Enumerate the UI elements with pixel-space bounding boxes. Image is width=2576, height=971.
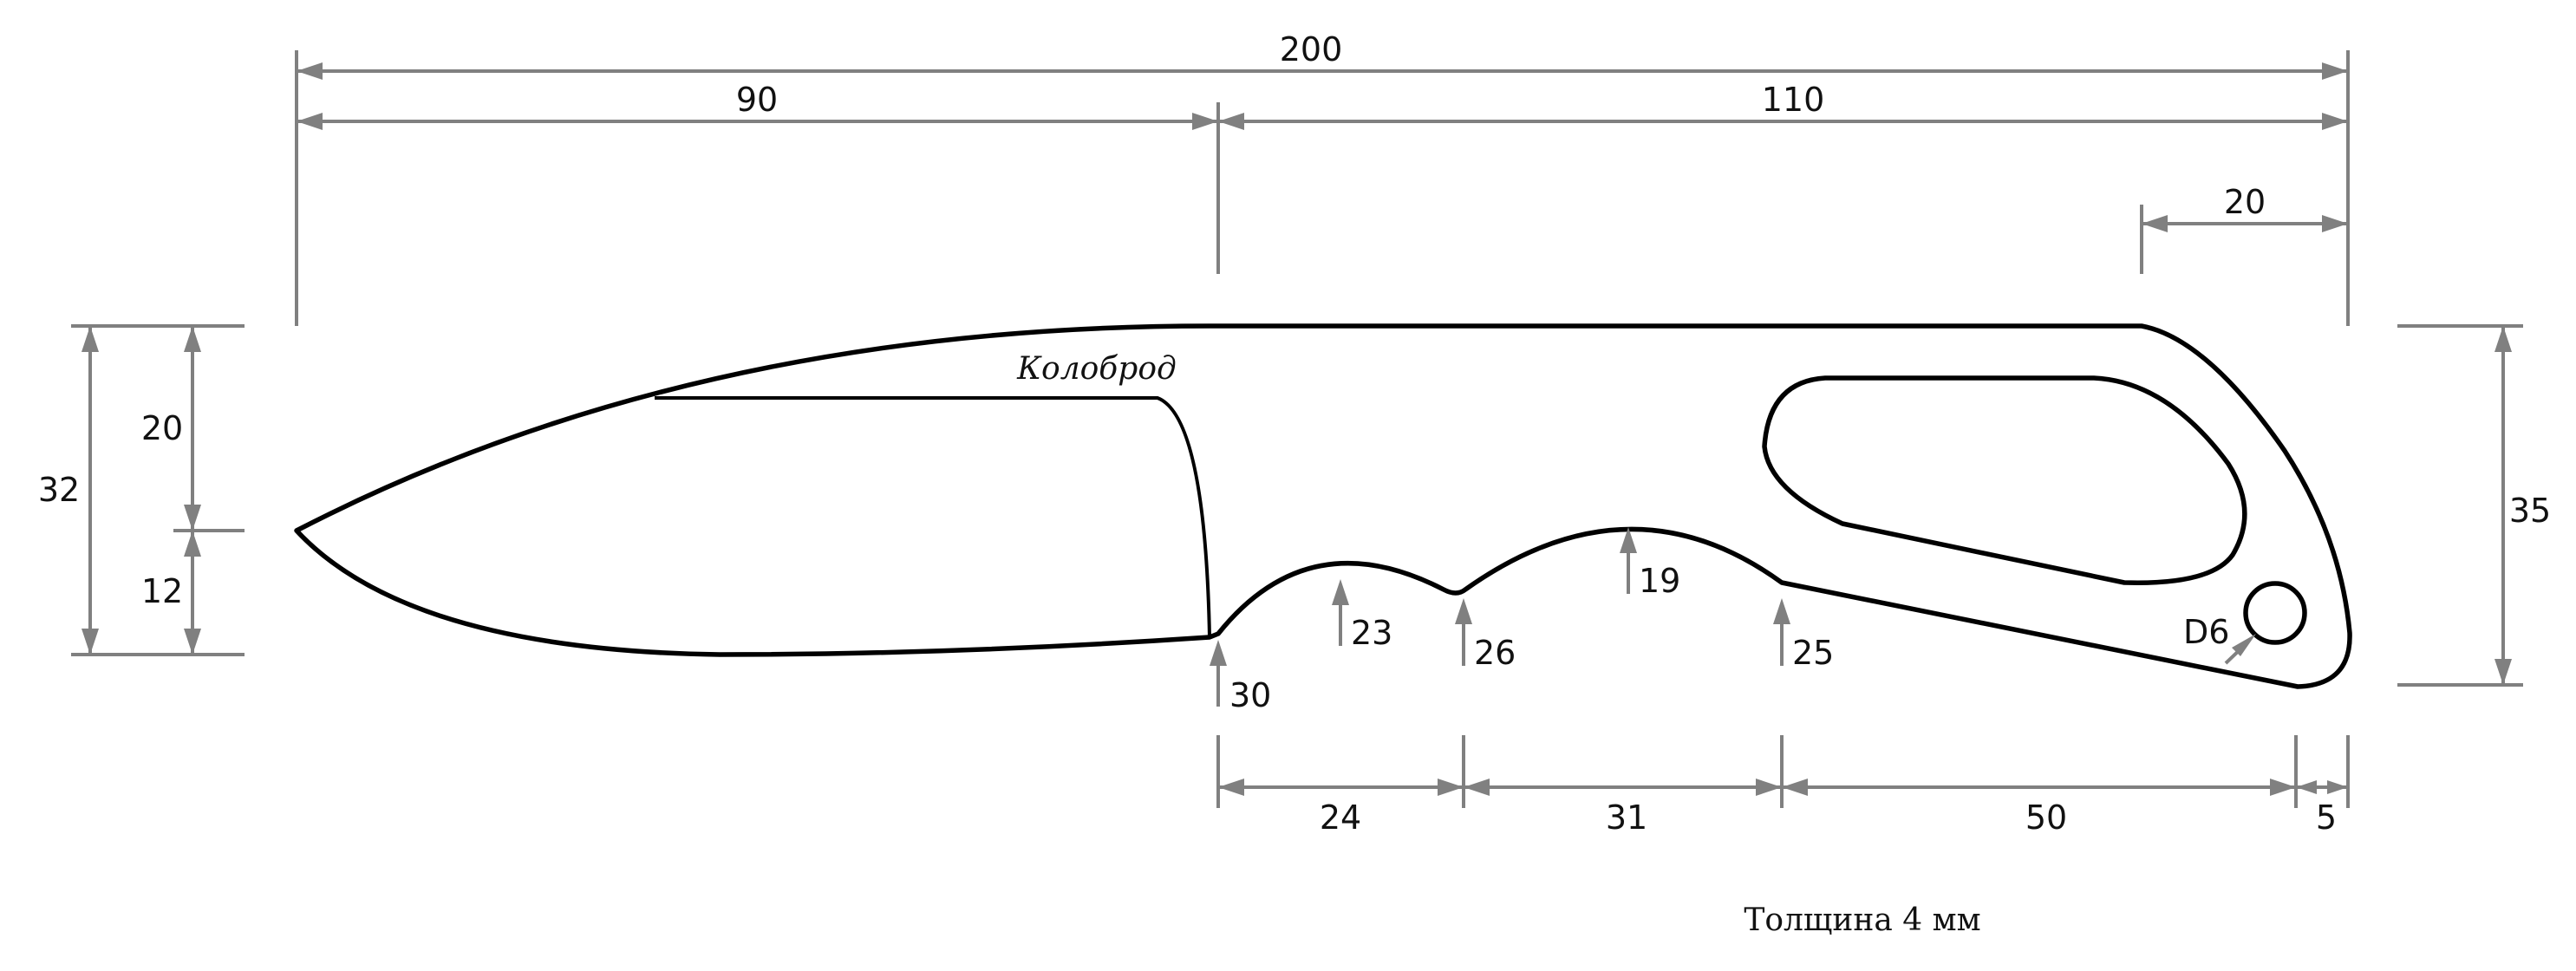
dim-chain-4: 5 [2296, 780, 2348, 837]
right-dimension: 35 [2397, 324, 2551, 687]
dim-tip-to-edge-label: 12 [141, 572, 183, 610]
marker-divider-2: 25 [1773, 598, 1834, 672]
dim-chain-3: 50 [1782, 779, 2296, 837]
dim-tip-to-edge: 12 [141, 531, 201, 655]
blade-bevel-line [655, 396, 1211, 638]
dim-spine-to-tip: 20 [141, 326, 201, 531]
dim-chain-1: 24 [1218, 779, 1464, 837]
dim-chain-1-label: 24 [1320, 798, 1361, 837]
handle-slot [1762, 375, 2247, 585]
dim-blade-height: 32 [38, 326, 99, 655]
thickness-note: Толщина 4 мм [1744, 903, 1980, 938]
marker-ricasso-label: 30 [1229, 676, 1271, 714]
top-dimensions: 200 90 110 20 [295, 30, 2350, 326]
dim-spine-to-tip-label: 20 [141, 409, 183, 447]
marker-divider-1-label: 26 [1474, 634, 1516, 672]
dim-blade-length-label: 90 [736, 81, 778, 119]
bottom-dimensions: 24 31 50 5 [1216, 735, 2350, 837]
dim-chain-2: 31 [1464, 779, 1782, 837]
dim-chain-3-label: 50 [2025, 798, 2067, 837]
marker-ricasso: 30 [1210, 640, 1271, 714]
blade-inscription: Колоброд [1016, 351, 1177, 387]
dim-chain-2-label: 31 [1606, 798, 1647, 837]
marker-hole-diameter: D6 [2183, 613, 2256, 665]
dim-blade-length: 90 [297, 81, 1218, 130]
dim-overall-length: 200 [297, 30, 2348, 80]
marker-finger-1-label: 23 [1351, 614, 1392, 652]
marker-finger-2-label: 19 [1639, 562, 1680, 600]
marker-finger-2: 19 [1620, 527, 1680, 600]
finger-height-markers: 30 23 26 19 25 D6 [1210, 527, 2256, 714]
marker-finger-1: 23 [1332, 579, 1392, 652]
dim-handle-length-label: 110 [1762, 81, 1825, 119]
knife-outline [294, 323, 2352, 689]
dim-chain-4-label: 5 [2316, 798, 2337, 837]
dim-blade-height-label: 32 [38, 471, 80, 509]
dim-tail-length: 20 [2142, 183, 2348, 232]
dim-handle-length: 110 [1218, 81, 2348, 130]
dim-handle-height: 35 [2494, 326, 2551, 685]
marker-hole-diameter-label: D6 [2183, 613, 2229, 651]
marker-divider-2-label: 25 [1792, 634, 1834, 672]
dim-overall-length-label: 200 [1280, 30, 1343, 68]
knife-profile [294, 323, 2352, 689]
left-dimensions: 32 20 12 [38, 324, 245, 656]
marker-divider-1: 26 [1455, 598, 1516, 672]
dim-handle-height-label: 35 [2509, 492, 2551, 530]
dim-tail-length-label: 20 [2224, 183, 2266, 221]
lanyard-hole [2243, 581, 2307, 645]
